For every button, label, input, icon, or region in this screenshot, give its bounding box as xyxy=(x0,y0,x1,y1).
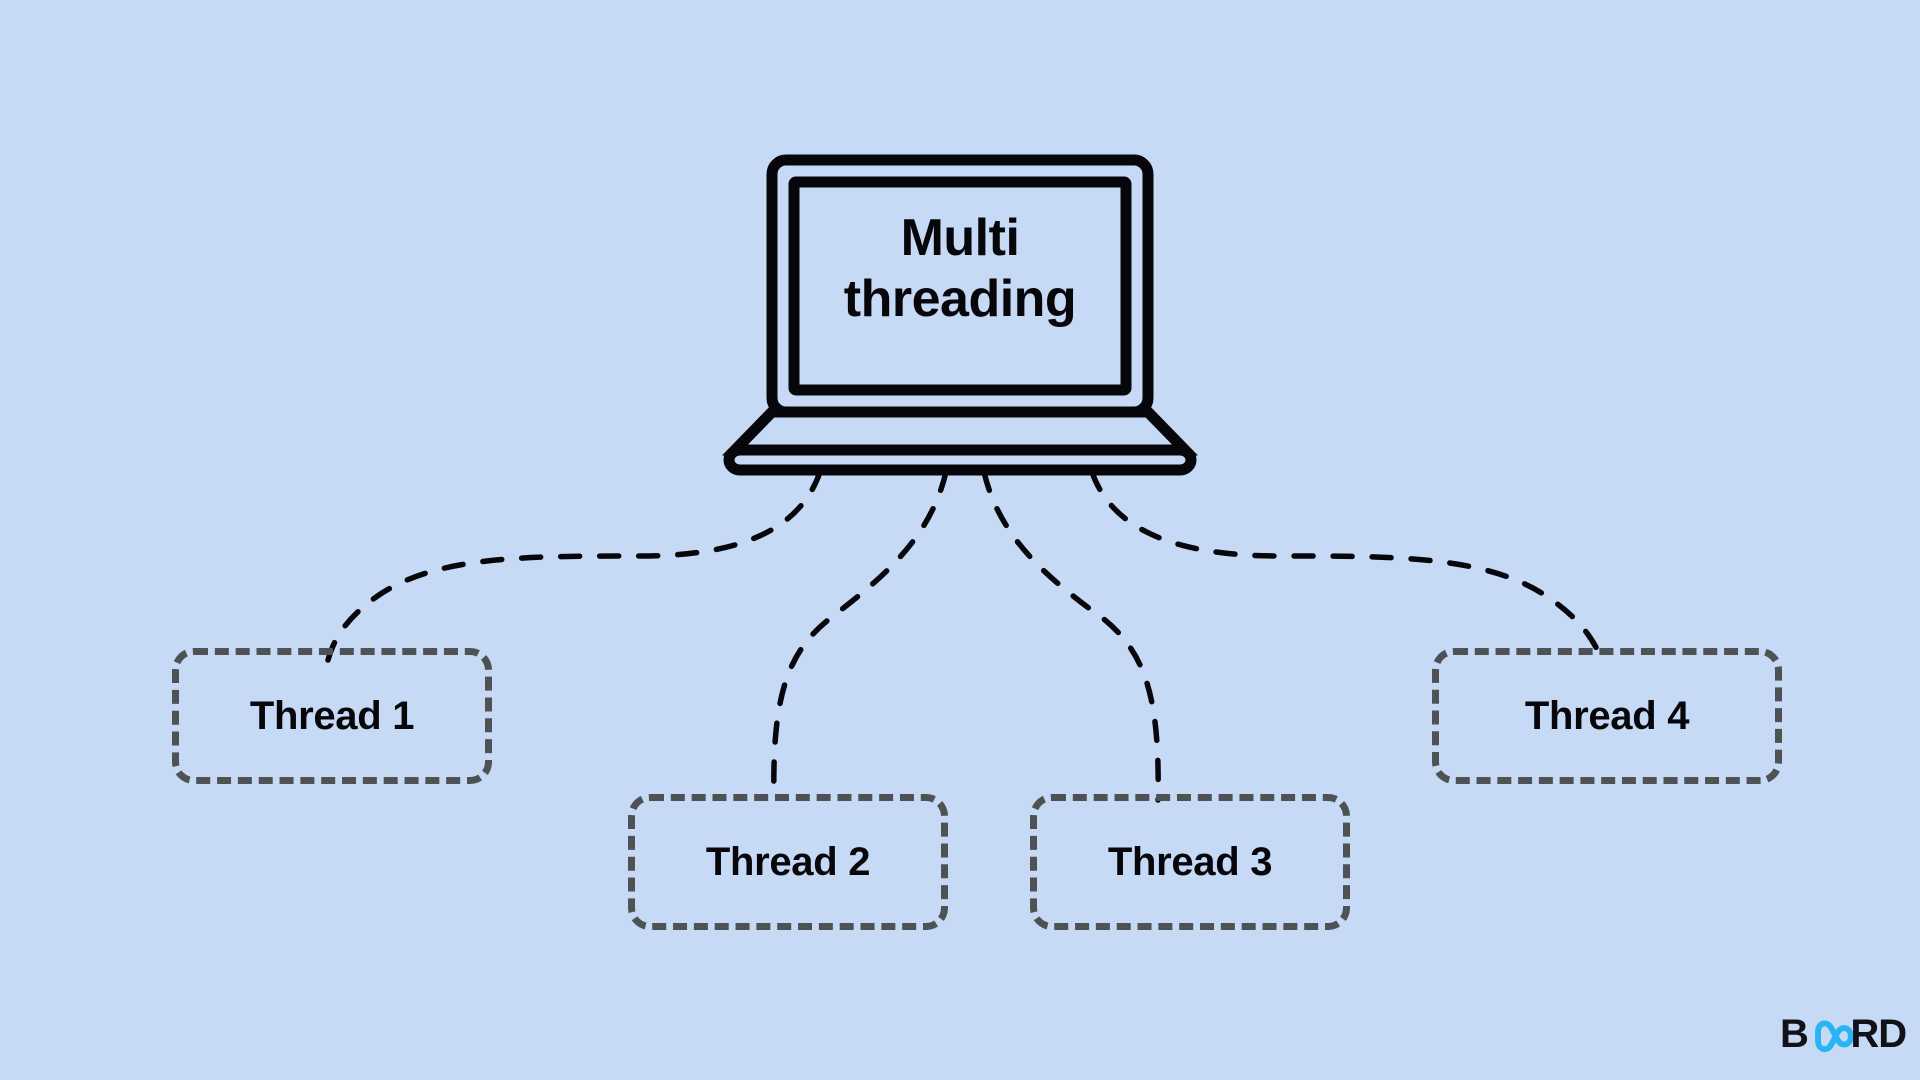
laptop-base-bar xyxy=(723,444,1197,476)
brand-logo-prefix: B xyxy=(1780,1012,1809,1056)
laptop-illustration xyxy=(721,154,1199,476)
laptop-title-line-2: threading xyxy=(843,270,1077,329)
thread-node-1-label: Thread 1 xyxy=(249,693,415,738)
thread-node-2-label: Thread 2 xyxy=(705,839,871,884)
brand-logo: B RD xyxy=(1780,1012,1907,1056)
thread-node-2[interactable]: Thread 2 xyxy=(628,794,948,930)
brand-logo-mark-spacer xyxy=(1809,1015,1849,1055)
connector-to-thread-2 xyxy=(771,469,949,803)
laptop-base-trapezoid xyxy=(721,406,1199,456)
connector-to-thread-4 xyxy=(1089,469,1605,663)
connector-to-thread-1 xyxy=(325,469,823,663)
brand-logo-suffix: RD xyxy=(1850,1012,1907,1056)
connector-to-thread-3 xyxy=(981,469,1161,803)
thread-node-4-label: Thread 4 xyxy=(1524,693,1690,738)
thread-node-1[interactable]: Thread 1 xyxy=(172,648,492,784)
thread-node-4[interactable]: Thread 4 xyxy=(1432,648,1782,784)
laptop-screen-title: Multi threading xyxy=(790,208,1130,331)
thread-node-3-label: Thread 3 xyxy=(1107,839,1273,884)
thread-node-3[interactable]: Thread 3 xyxy=(1030,794,1350,930)
laptop-screen-inner xyxy=(788,176,1132,396)
infinity-icon xyxy=(1815,1020,1854,1053)
laptop-title-line-1: Multi xyxy=(900,209,1020,267)
connector-group xyxy=(325,469,1605,803)
